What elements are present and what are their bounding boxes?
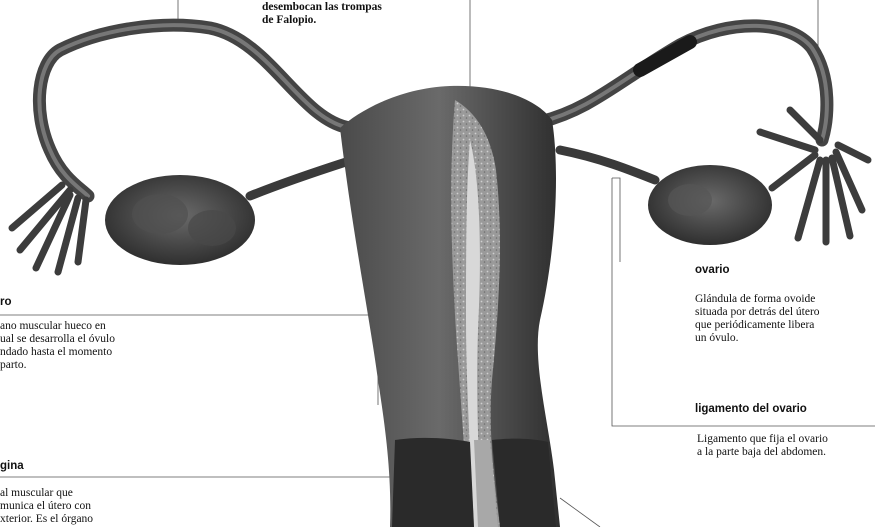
vagina-description: al muscular que munica el útero con xter… — [0, 487, 93, 526]
ovario-heading: ovario — [695, 264, 730, 276]
left-fallopian-tube — [39, 25, 350, 196]
ligamento-heading: ligamento del ovario — [695, 403, 807, 415]
left-ovarian-ligament — [250, 162, 346, 196]
leader-line-bottom — [560, 498, 600, 527]
top-center-description: desembocan las trompas de Falopio. — [262, 1, 382, 27]
vagina-section — [392, 438, 474, 527]
right-ovarian-ligament — [560, 150, 655, 180]
ovario-description: Glándula de forma ovoide situada por det… — [695, 293, 820, 345]
ligamento-description: Ligamento que fija el ovario a la parte … — [697, 433, 828, 459]
leader-line-ovario — [612, 178, 620, 262]
left-fimbriae — [12, 185, 86, 272]
vagina-heading: gina — [0, 460, 24, 472]
right-fimbriae — [760, 110, 868, 242]
utero-heading: ro — [0, 296, 12, 308]
utero-description: ano muscular hueco en ual se desarrolla … — [0, 320, 115, 372]
